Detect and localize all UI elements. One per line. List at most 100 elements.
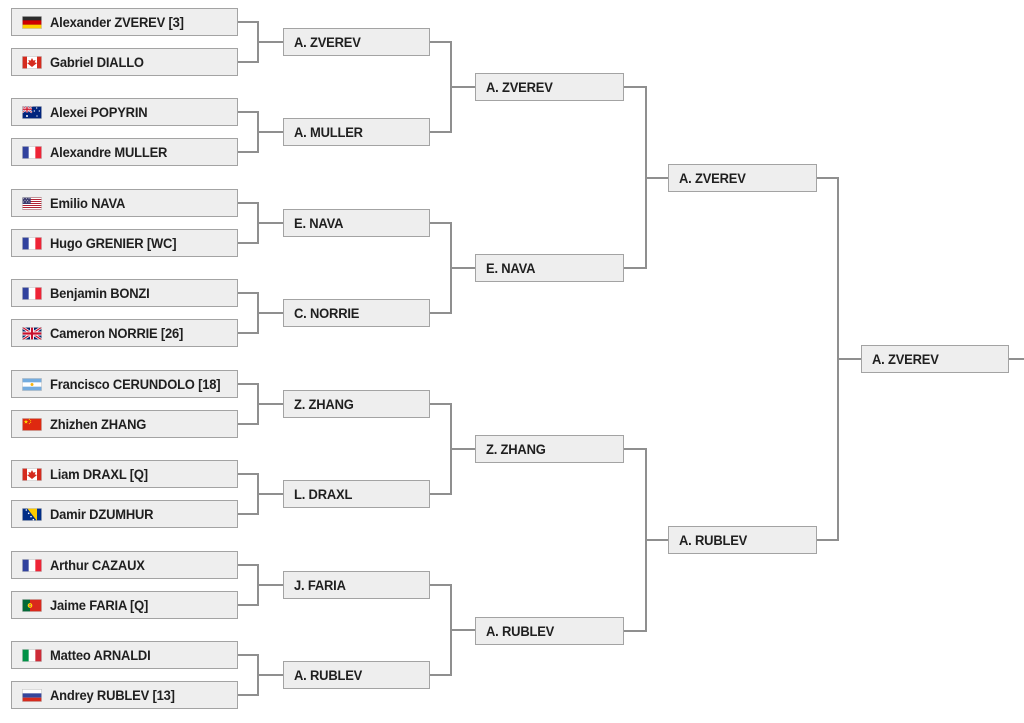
bracket-connector-line	[430, 131, 450, 133]
winner-slot[interactable]: L. DRAXL	[283, 480, 430, 508]
bracket-connector-line	[259, 584, 283, 586]
winner-slot[interactable]: E. NAVA	[475, 254, 624, 282]
player-slot[interactable]: Alexander ZVEREV [3]	[11, 8, 238, 36]
player-name: Benjamin BONZI	[50, 285, 150, 301]
winner-slot[interactable]: A. RUBLEV	[668, 526, 817, 554]
winner-name: A. ZVEREV	[679, 170, 746, 186]
bracket-connector-line	[837, 177, 839, 541]
bracket-connector-line	[452, 448, 475, 450]
winner-name: Z. ZHANG	[486, 441, 546, 457]
bracket-connector-line	[430, 493, 450, 495]
bracket-connector-line	[257, 654, 259, 696]
bracket-connector-line	[430, 584, 450, 586]
winner-slot[interactable]: C. NORRIE	[283, 299, 430, 327]
winner-name: A. ZVEREV	[486, 79, 553, 95]
bracket-connector-line	[257, 383, 259, 425]
player-slot[interactable]: Liam DRAXL [Q]	[11, 460, 238, 488]
bracket-connector-line	[647, 539, 668, 541]
winner-slot[interactable]: A. RUBLEV	[283, 661, 430, 689]
bracket-connector-line	[257, 111, 259, 153]
bracket-connector-line	[624, 267, 645, 269]
bracket-connector-line	[645, 86, 647, 269]
bracket-connector-line	[259, 403, 283, 405]
winner-name: A. RUBLEV	[486, 623, 555, 639]
player-name: Alexander ZVEREV [3]	[50, 14, 184, 30]
player-slot[interactable]: Hugo GRENIER [WC]	[11, 229, 238, 257]
bracket-connector-line	[257, 21, 259, 63]
winner-slot[interactable]: A. RUBLEV	[475, 617, 624, 645]
player-name: Alexandre MULLER	[50, 144, 168, 160]
player-slot[interactable]: Gabriel DIALLO	[11, 48, 238, 76]
argentina-flag-icon	[22, 377, 42, 391]
france-flag-icon	[22, 558, 42, 572]
bracket-connector-line	[645, 448, 647, 632]
bracket-connector-line	[238, 151, 257, 153]
winner-name: A. RUBLEV	[679, 532, 748, 548]
bracket-connector-line	[238, 423, 257, 425]
winner-slot[interactable]: A. ZVEREV	[283, 28, 430, 56]
bracket-connector-line	[430, 403, 450, 405]
canada-flag-icon	[22, 467, 42, 481]
bracket-connector-line	[238, 564, 257, 566]
winner-name: J. FARIA	[294, 577, 346, 593]
russia-flag-icon	[22, 688, 42, 702]
player-name: Zhizhen ZHANG	[50, 416, 147, 432]
winner-slot[interactable]: J. FARIA	[283, 571, 430, 599]
player-slot[interactable]: Zhizhen ZHANG	[11, 410, 238, 438]
bracket-connector-line	[257, 202, 259, 244]
winner-slot[interactable]: A. ZVEREV	[668, 164, 817, 192]
winner-slot[interactable]: A. MULLER	[283, 118, 430, 146]
bracket-connector-line	[259, 222, 283, 224]
player-slot[interactable]: Arthur CAZAUX	[11, 551, 238, 579]
player-slot[interactable]: Francisco CERUNDOLO [18]	[11, 370, 238, 398]
bracket-connector-line	[450, 222, 452, 314]
australia-flag-icon	[22, 105, 42, 119]
player-name: Matteo ARNALDI	[50, 647, 151, 663]
bracket-connector-line	[430, 312, 450, 314]
winner-name: C. NORRIE	[294, 305, 360, 321]
bracket-connector-line	[257, 292, 259, 334]
bracket-connector-line	[238, 61, 257, 63]
winner-slot[interactable]: E. NAVA	[283, 209, 430, 237]
winner-name: E. NAVA	[486, 260, 536, 276]
winner-slot[interactable]: Z. ZHANG	[475, 435, 624, 463]
player-slot[interactable]: Andrey RUBLEV [13]	[11, 681, 238, 709]
bracket-connector-line	[450, 41, 452, 133]
bracket-connector-line	[238, 21, 257, 23]
player-name: Arthur CAZAUX	[50, 557, 145, 573]
portugal-flag-icon	[22, 598, 42, 612]
bracket-connector-line	[430, 674, 450, 676]
bracket-connector-line	[452, 86, 475, 88]
winner-slot[interactable]: Z. ZHANG	[283, 390, 430, 418]
player-name: Emilio NAVA	[50, 195, 126, 211]
player-slot[interactable]: Alexandre MULLER	[11, 138, 238, 166]
winner-name: L. DRAXL	[294, 486, 353, 502]
player-slot[interactable]: Alexei POPYRIN	[11, 98, 238, 126]
germany-flag-icon	[22, 15, 42, 29]
winner-slot[interactable]: A. ZVEREV	[861, 345, 1009, 373]
player-slot[interactable]: Emilio NAVA	[11, 189, 238, 217]
winner-slot[interactable]: A. ZVEREV	[475, 73, 624, 101]
winner-name: A. RUBLEV	[294, 667, 363, 683]
bracket-connector-line	[817, 539, 837, 541]
player-slot[interactable]: Benjamin BONZI	[11, 279, 238, 307]
bracket-connector-line	[259, 674, 283, 676]
bracket-connector-line	[259, 131, 283, 133]
player-slot[interactable]: Jaime FARIA [Q]	[11, 591, 238, 619]
bracket-connector-line	[238, 604, 257, 606]
player-slot[interactable]: Damir DZUMHUR	[11, 500, 238, 528]
france-flag-icon	[22, 236, 42, 250]
player-slot[interactable]: Cameron NORRIE [26]	[11, 319, 238, 347]
china-flag-icon	[22, 417, 42, 431]
winner-name: A. ZVEREV	[294, 34, 361, 50]
bracket-connector-line	[238, 332, 257, 334]
player-slot[interactable]: Matteo ARNALDI	[11, 641, 238, 669]
bracket-connector-line	[238, 292, 257, 294]
bracket-connector-line	[238, 111, 257, 113]
bracket-connector-line	[259, 312, 283, 314]
bracket-connector-line	[647, 177, 668, 179]
bracket-connector-line	[257, 564, 259, 606]
bracket-connector-line	[624, 86, 645, 88]
bracket-connector-line	[1009, 358, 1024, 360]
